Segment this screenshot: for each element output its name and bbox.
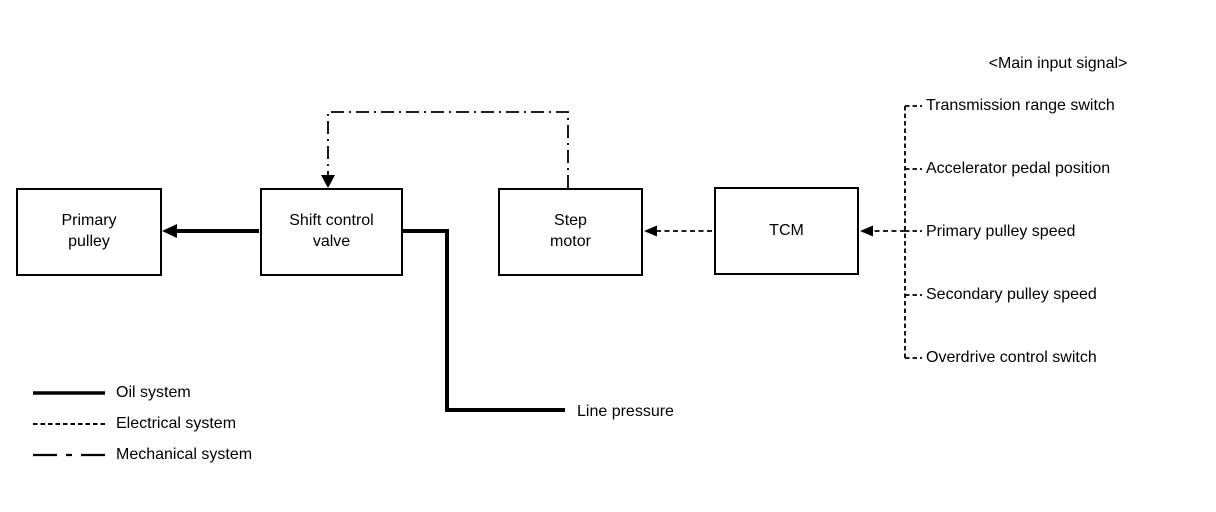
box-tcm: TCM [714, 187, 859, 275]
legend-row-mechanical-system: Mechanical system [33, 444, 252, 466]
box-primary-pulley: Primary pulley [16, 188, 162, 276]
legend-dashdot-line-sample [33, 453, 105, 457]
electrical-line-tcm-to-step [644, 225, 712, 237]
signal-item-transmission-range-switch: Transmission range switch [926, 97, 1115, 114]
arrowhead-left-step-motor [644, 225, 657, 237]
box-primary-pulley-label: Primary pulley [61, 212, 117, 250]
legend-row-oil-system: Oil system [33, 382, 191, 404]
legend-label-oil-system: Oil system [116, 384, 191, 401]
legend-label-electrical-system: Electrical system [116, 415, 237, 432]
main-input-signal-title: <Main input signal> [988, 55, 1128, 72]
legend-row-electrical-system: Electrical system [33, 413, 236, 435]
oil-line-shift-to-line-pressure [401, 229, 565, 412]
legend-solid-line-sample [33, 391, 105, 395]
box-tcm-label: TCM [769, 221, 804, 239]
line-pressure-label: Line pressure [577, 403, 674, 420]
arrowhead-left-tcm [860, 225, 873, 237]
arrowhead-left-primary-pulley [162, 224, 177, 238]
arrowhead-down-shift-valve [321, 175, 335, 188]
signal-item-secondary-pulley-speed: Secondary pulley speed [926, 286, 1097, 303]
box-step-motor-label: Step motor [550, 212, 591, 250]
electrical-line-signals-to-tcm [860, 225, 905, 237]
box-shift-control-valve: Shift control valve [260, 188, 403, 276]
signal-item-accelerator-pedal-position: Accelerator pedal position [926, 160, 1111, 177]
signal-item-primary-pulley-speed: Primary pulley speed [926, 223, 1076, 240]
signal-item-overdrive-control-switch: Overdrive control switch [926, 349, 1097, 366]
box-step-motor: Step motor [498, 188, 643, 276]
legend-dashed-line-sample [33, 423, 105, 425]
box-shift-control-valve-label: Shift control valve [289, 212, 374, 250]
legend-label-mechanical-system: Mechanical system [116, 446, 253, 463]
mechanical-line-step-to-shift [321, 111, 569, 188]
signal-bus-dashed-lines [904, 105, 922, 359]
oil-line-shift-to-primary [162, 224, 259, 238]
